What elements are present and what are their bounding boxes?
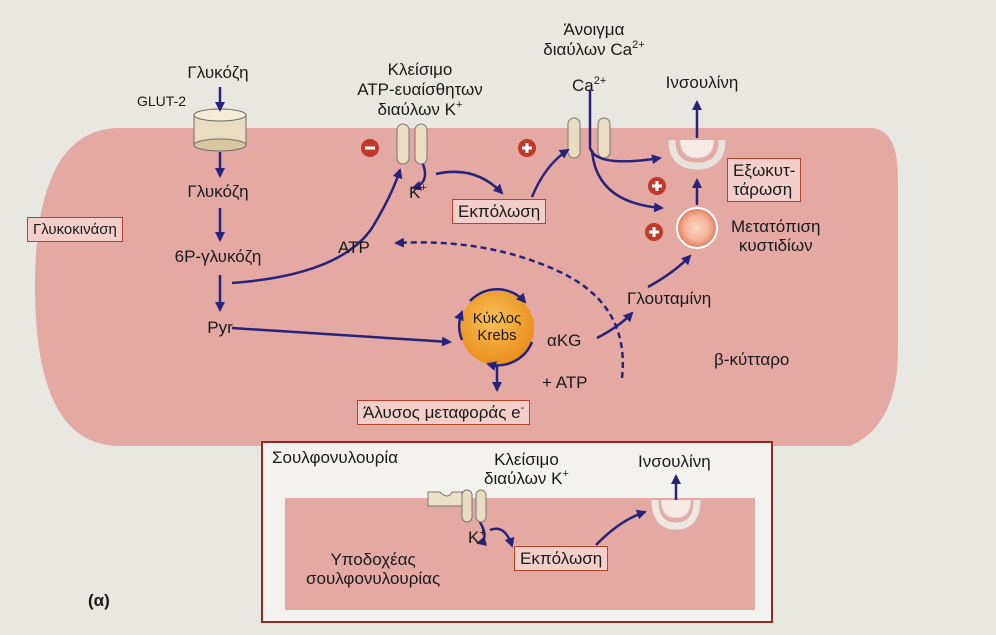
glutamine-label: Γλουταμίνη: [627, 289, 712, 308]
krebs-cycle-icon: [454, 288, 534, 371]
inset-arrow-k-to-depol: [489, 527, 515, 548]
inset-arrow-k-efflux: [476, 521, 487, 546]
glucokinase-label: Γλυκοκινάση: [27, 217, 123, 242]
glut2-label: GLUT-2: [137, 93, 187, 109]
arrow-k-efflux: [411, 163, 427, 191]
insulin-label: Ινσουλίνη: [665, 73, 739, 92]
sulfonylurea-receptor-label: Υποδοχέας σουλφονυλουρίας: [306, 550, 441, 588]
plus-sign-icon-vesicle: [645, 223, 663, 241]
arrow-ca-to-exo: [588, 90, 662, 165]
inset-k-channel-icon: [461, 489, 487, 523]
glucose-intracellular-label: Γλυκόζη: [187, 182, 249, 201]
translocating-vesicle-icon: [676, 207, 718, 249]
ca-ion-label: Ca2+: [572, 75, 607, 96]
inset-arrow-depol-to-insulin: [595, 509, 647, 546]
glut2-transporter-icon: [193, 108, 247, 152]
katp-channel-icon: [396, 123, 428, 165]
katp-closing-label: Κλείσιμο ATP-ευαίσθητων διαύλων K+: [357, 60, 483, 119]
arrow-glutamine-to-vesicle: [647, 254, 692, 289]
akg-label: αKG: [547, 331, 582, 350]
beta-cell-label: β-κύτταρο: [714, 350, 790, 369]
inset-vesicle-icon: [651, 499, 701, 530]
minus-sign-icon: [361, 139, 379, 157]
arrow-depol-to-ca: [530, 148, 570, 198]
pyr-label: Pyr: [207, 318, 233, 337]
arrow-pyr-to-channel: [231, 168, 403, 285]
beta-cell-body: [35, 128, 898, 446]
arrow-k-to-depol: [435, 170, 504, 195]
k-ion-label: K+: [409, 182, 427, 203]
arrow-pyr-to-krebs: [231, 326, 452, 347]
panel-label: (α): [88, 591, 110, 610]
inset-k-ion-label: K+: [468, 527, 486, 548]
plus-sign-icon-exo: [648, 177, 666, 195]
exocytosis-vesicle-icon: [668, 139, 726, 170]
sulfonylurea-label: Σουλφονυλουρία: [272, 448, 398, 467]
depolarization-label: Εκπόλωση: [452, 199, 547, 224]
arrow-ca-to-vesicle: [590, 149, 664, 213]
g6p-label: 6P-γλυκόζη: [174, 247, 262, 266]
plus-sign-icon-depol: [518, 139, 536, 157]
vesicle-translocation-label: Μετατόπιση κυστιδίων: [731, 217, 821, 255]
krebs-label: Κύκλος Krebs: [472, 310, 522, 344]
ca-opening-label: Άνοιγμα διαύλων Ca2+: [543, 20, 645, 59]
atp-label: ATP: [338, 238, 370, 257]
inset-depolarization-label: Εκπόλωση: [514, 546, 609, 571]
inset-insulin-label: Ινσουλίνη: [638, 452, 711, 471]
arrow-akg-to-glutamine: [596, 311, 634, 340]
ca-channel-icon: [567, 117, 611, 159]
arrow-atp-feedback: [394, 237, 625, 379]
exocytosis-label: Εξωκυτ- τάρωση: [727, 158, 802, 202]
electron-transport-chain-label: Άλυσος μεταφοράς e-: [357, 400, 531, 425]
inset-k-closing-label: Κλείσιμο διαύλων K+: [484, 450, 569, 488]
glucose-extracellular-label: Γλυκόζη: [187, 63, 249, 82]
plus-atp-label: + ATP: [542, 373, 588, 392]
